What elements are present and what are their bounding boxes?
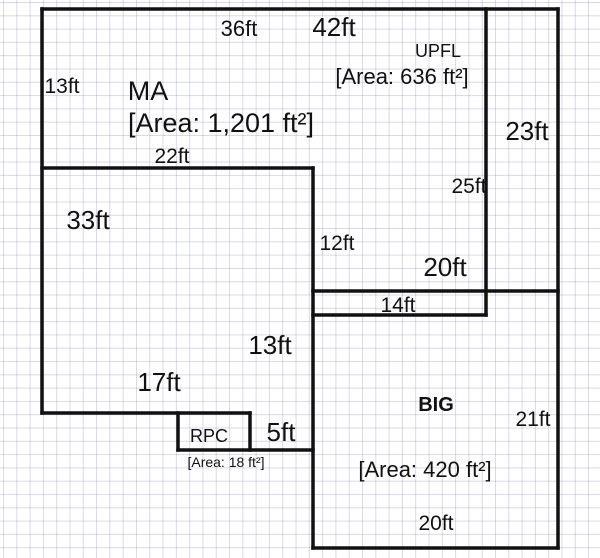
dimension-label: 13ft bbox=[44, 75, 79, 98]
dimension-label: 42ft bbox=[312, 12, 356, 42]
room-area-upfl: [Area: 636 ft²] bbox=[335, 64, 468, 89]
room-label-rpc: RPC bbox=[190, 426, 228, 446]
dimension-label: 13ft bbox=[248, 330, 292, 360]
room-area-big: [Area: 420 ft²] bbox=[358, 457, 491, 482]
room-label-ma: MA bbox=[128, 76, 169, 106]
room-label-upfl: UPFL bbox=[415, 41, 461, 61]
dimension-label: 12ft bbox=[319, 232, 354, 255]
dimension-label: 25ft bbox=[451, 175, 486, 198]
dimension-label: 5ft bbox=[267, 417, 297, 447]
dimension-label: 21ft bbox=[515, 408, 550, 431]
walls bbox=[40, 7, 560, 550]
dimension-label: 22ft bbox=[154, 145, 189, 168]
dimension-label: 20ft bbox=[418, 512, 453, 535]
room-label-big: BIG bbox=[418, 394, 454, 416]
room-area-ma: [Area: 1,201 ft²] bbox=[128, 108, 314, 138]
dimension-label: 36ft bbox=[221, 16, 258, 41]
dimension-label: 14ft bbox=[380, 294, 415, 317]
dimension-label: 20ft bbox=[423, 252, 467, 282]
dimension-label: 17ft bbox=[137, 367, 181, 397]
room-area-rpc: [Area: 18 ft²] bbox=[187, 454, 264, 470]
dimension-label: 23ft bbox=[505, 116, 549, 146]
dimension-label: 33ft bbox=[66, 205, 110, 235]
